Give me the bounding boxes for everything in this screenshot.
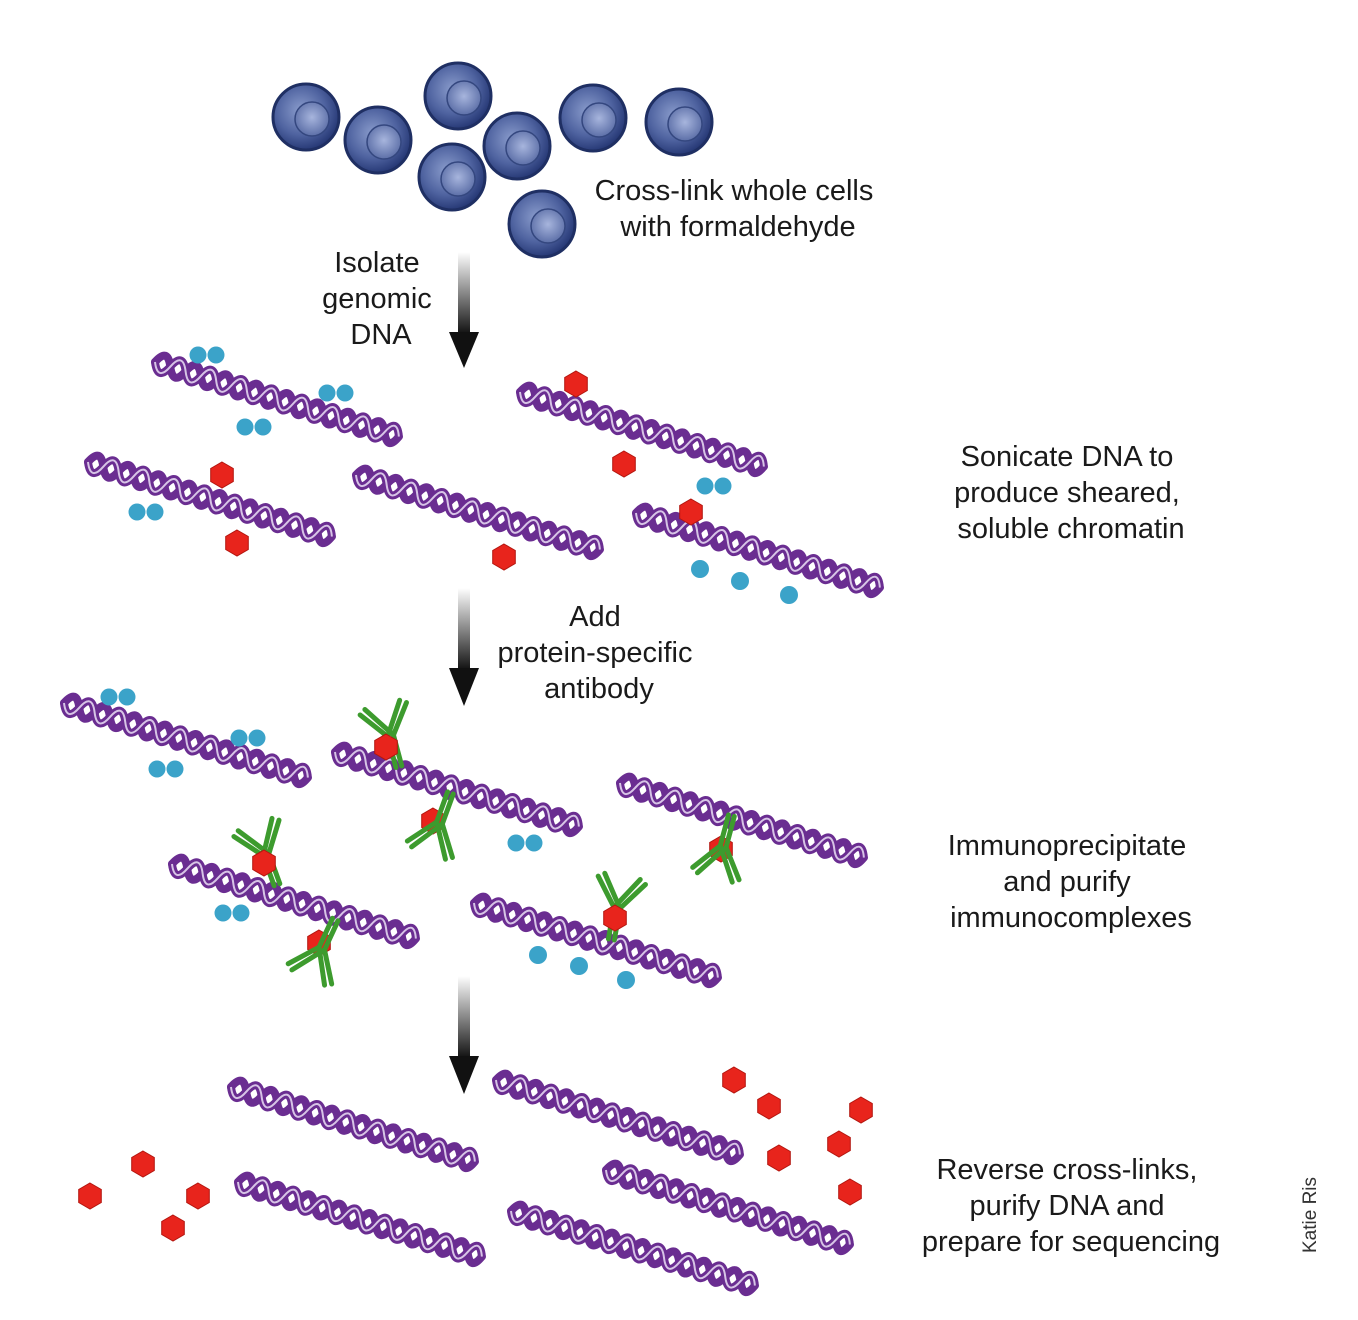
red-protein (78, 1182, 102, 1210)
blue-protein (318, 384, 354, 402)
cell (343, 105, 413, 175)
red-protein (838, 1178, 862, 1206)
dna-fragment (617, 774, 866, 866)
blue-protein (230, 729, 266, 747)
blue-protein (128, 503, 164, 521)
credit-text: Katie Ris (1300, 1177, 1321, 1253)
dna-fragment (85, 453, 334, 545)
blue-protein (570, 957, 588, 975)
blue-protein (214, 904, 250, 922)
blue-protein (696, 477, 732, 495)
reverse-crosslinks-label: Reverse cross-links, purify DNA and prep… (922, 1154, 1220, 1258)
red-protein (161, 1214, 185, 1242)
blue-protein (780, 586, 798, 604)
blue-protein (617, 971, 635, 989)
blue-protein (148, 760, 184, 778)
red-protein (767, 1144, 791, 1172)
immunoprecipitate-label: Immunoprecipitate and purify immunocompl… (948, 830, 1195, 934)
blue-protein (691, 560, 709, 578)
isolate-label: Isolate genomic DNA (322, 247, 440, 351)
red-protein (131, 1150, 155, 1178)
red-protein (827, 1130, 851, 1158)
blue-protein (507, 834, 543, 852)
dna-fragment (471, 894, 720, 986)
cell (482, 111, 552, 181)
dna-fragment (169, 855, 418, 947)
dna-fragment (152, 353, 401, 445)
red-protein (210, 461, 234, 489)
blue-protein (100, 688, 136, 706)
antibody-label: Add protein-specific antibody (497, 601, 700, 705)
cell (558, 83, 628, 153)
blue-protein (731, 572, 749, 590)
dna-fragment (633, 504, 882, 596)
crosslink-label: Cross-link whole cells with formaldehyde (595, 175, 882, 243)
red-protein (757, 1092, 781, 1120)
dna-fragment (228, 1078, 477, 1170)
cell (644, 87, 714, 157)
red-protein (186, 1182, 210, 1210)
sonicate-label: Sonicate DNA to produce sheared, soluble… (954, 441, 1188, 545)
dna-fragment (235, 1173, 484, 1265)
dna-fragment (493, 1071, 742, 1163)
cell (507, 189, 577, 259)
blue-protein (529, 946, 547, 964)
blue-protein (189, 346, 225, 364)
red-protein (225, 529, 249, 557)
arrow-down-icon (449, 252, 479, 368)
red-protein (492, 543, 516, 571)
sheared-chromatin-group (85, 346, 882, 604)
purified-dna-group (78, 1066, 873, 1294)
cell (417, 142, 487, 212)
red-protein (722, 1066, 746, 1094)
blue-protein (236, 418, 272, 436)
cell (423, 61, 493, 131)
dna-fragment (353, 466, 602, 558)
red-protein (564, 370, 588, 398)
dna-fragment (61, 694, 310, 786)
immunocomplex-group (61, 688, 866, 990)
dna-fragment (517, 383, 766, 475)
red-protein (849, 1096, 873, 1124)
red-protein (612, 450, 636, 478)
arrow-down-icon (449, 976, 479, 1094)
arrow-down-icon (449, 588, 479, 706)
dna-fragment (332, 743, 581, 835)
cell (271, 82, 341, 152)
